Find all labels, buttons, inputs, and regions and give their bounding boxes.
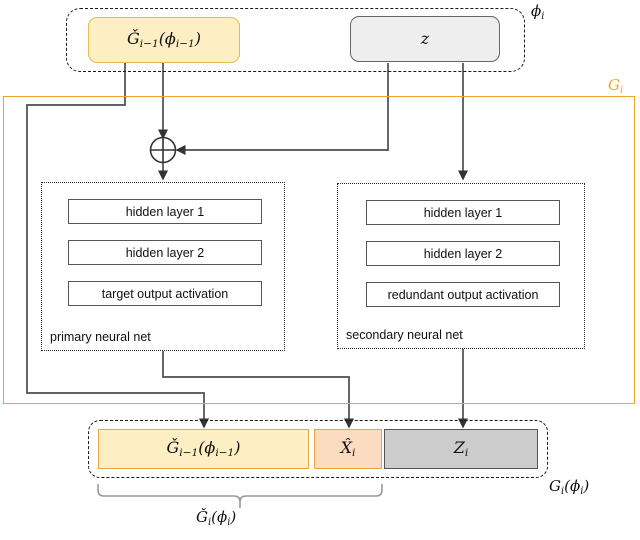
output-box-z[interactable]: Zi	[384, 429, 538, 469]
output-label-x-hat: X̂i	[340, 437, 356, 459]
phi-group-tag: ϕi	[531, 2, 545, 22]
input-box-g-check-prev[interactable]: Ǧi−1(ϕi−1)	[88, 17, 240, 63]
output-box-x-hat[interactable]: X̂i	[314, 429, 382, 469]
input-label-g-check-prev: Ǧi−1(ϕi−1)	[126, 28, 202, 50]
gi-group-tag: Gi	[608, 76, 624, 96]
network-secondary-label: secondary neural net	[346, 328, 463, 342]
primary-layer-2[interactable]: hidden layer 2	[68, 240, 262, 265]
primary-layer-1[interactable]: hidden layer 1	[68, 199, 262, 224]
network-primary-label: primary neural net	[50, 330, 151, 344]
output-box-g-check-prev[interactable]: Ǧi−1(ϕi−1)	[98, 429, 309, 469]
secondary-layer-2[interactable]: hidden layer 2	[366, 241, 560, 266]
gi-group-container	[3, 96, 635, 404]
input-box-latent-z[interactable]: z	[350, 16, 500, 62]
primary-output-activation[interactable]: target output activation	[68, 281, 262, 306]
secondary-output-activation[interactable]: redundant output activation	[366, 282, 560, 307]
group-brace	[97, 484, 383, 508]
phi-group-container	[66, 8, 525, 72]
network-primary: hidden layer 1 hidden layer 2 target out…	[41, 182, 285, 351]
input-label-latent-z: z	[420, 29, 430, 48]
output-label-g-check-prev: Ǧi−1(ϕi−1)	[166, 437, 241, 459]
network-secondary: hidden layer 1 hidden layer 2 redundant …	[337, 183, 585, 349]
output-group-tag: Gi(ϕi)	[549, 477, 590, 497]
output-group-container	[88, 420, 548, 478]
secondary-layer-1[interactable]: hidden layer 1	[366, 200, 560, 225]
brace-group-tag: Ǧi(ϕi)	[196, 508, 237, 528]
output-label-z: Zi	[453, 437, 469, 459]
